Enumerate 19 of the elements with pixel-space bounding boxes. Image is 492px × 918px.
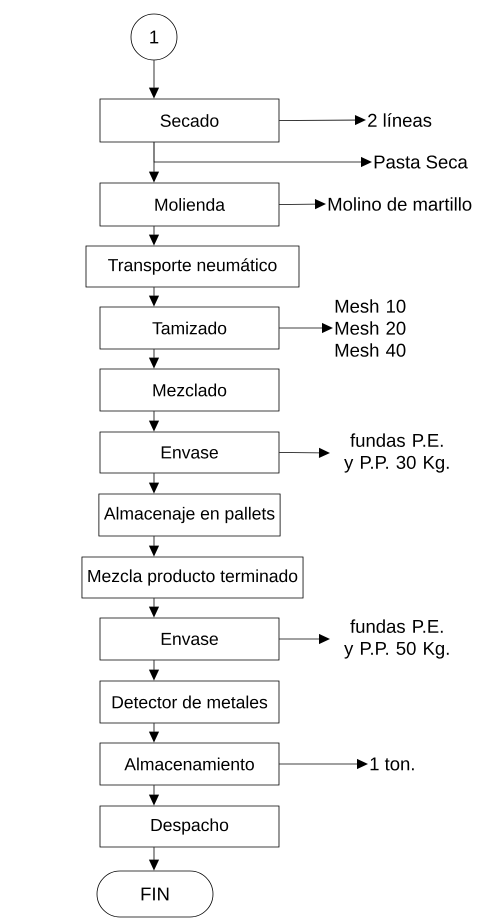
output-text: fundas P.E. y P.P. 50 Kg. xyxy=(344,619,449,659)
process-box: Envase xyxy=(100,618,280,660)
output-text: Mesh 10 Mesh 20 Mesh 40 xyxy=(336,299,406,357)
process-box: Mezclado xyxy=(100,368,280,412)
output-text: Molino de martillo xyxy=(328,197,472,211)
process-box: Almacenaje en pallets xyxy=(98,494,280,536)
process-box: Despacho xyxy=(100,806,280,848)
process-box: Detector de metales xyxy=(100,680,280,724)
output-text: fundas P.E. y P.P. 30 Kg. xyxy=(344,433,449,473)
process-box: Molienda xyxy=(100,182,280,226)
output-text: 1 ton. xyxy=(370,758,414,770)
process-box: Secado xyxy=(100,98,280,142)
process-box: Transporte neumático xyxy=(86,246,300,288)
process-box: Mezcla producto terminado xyxy=(82,556,304,598)
process-box: Tamizado xyxy=(100,306,280,350)
process-box: Envase xyxy=(100,432,280,474)
output-text: Pasta Seca xyxy=(374,155,468,169)
output-text: 2 líneas xyxy=(368,113,432,127)
process-box: Almacenamiento xyxy=(100,742,280,786)
